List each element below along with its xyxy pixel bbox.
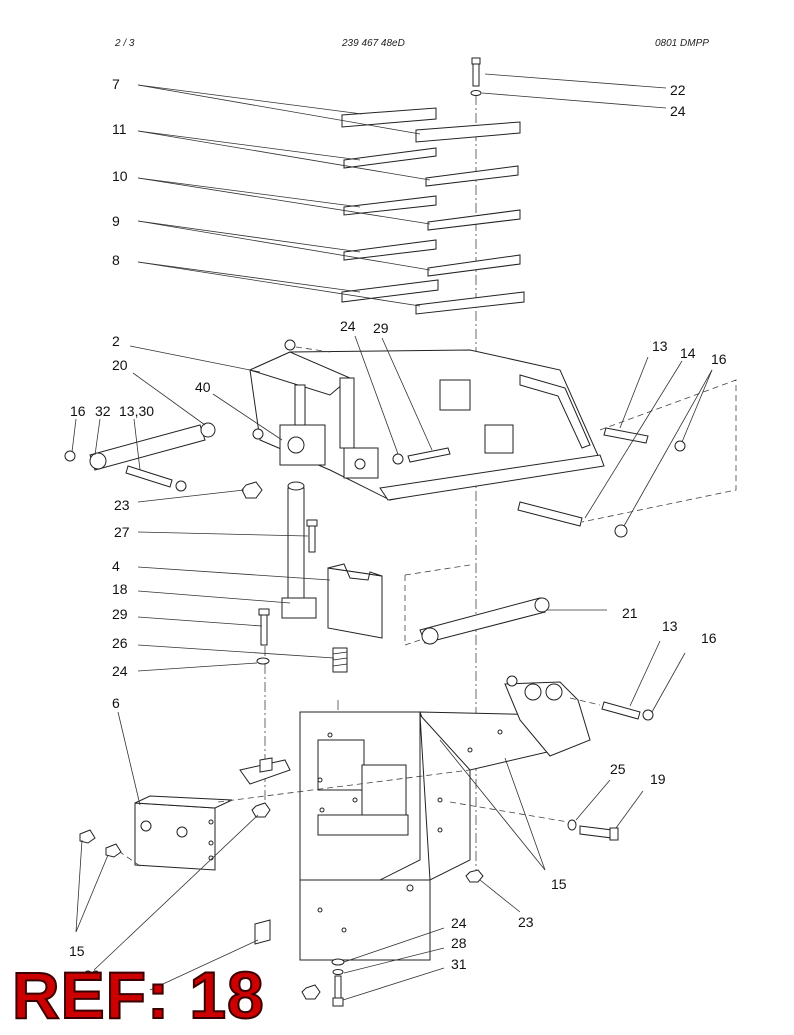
label-19: 19 (650, 771, 666, 787)
washer-24-bottom (331, 958, 345, 966)
label-11: 11 (112, 121, 127, 137)
label-13-30: 13,30 (119, 403, 154, 419)
bolt-29-mid (407, 447, 451, 463)
spring-26 (332, 647, 348, 673)
nut-bottom-left (301, 984, 321, 1000)
label-23-right: 23 (518, 914, 534, 930)
washer-25 (567, 819, 577, 831)
label-29-mid: 29 (373, 320, 389, 336)
drawing-code: 0801 DMPP (655, 38, 709, 49)
nut-23-right (465, 869, 484, 883)
label-31: 31 (451, 956, 467, 972)
block-6 (134, 795, 233, 871)
lower-lug (254, 919, 271, 945)
ring-top-bracket (506, 675, 518, 687)
bolt-19 (579, 825, 619, 841)
main-bracket (299, 681, 591, 961)
label-24-bottom: 24 (451, 915, 467, 931)
nut-23-left (251, 802, 271, 818)
label-10: 10 (112, 168, 128, 184)
label-23-left: 23 (84, 967, 100, 983)
nut-23-top (241, 481, 263, 499)
ring-16-left (64, 450, 76, 462)
page-number: 2 / 3 (115, 38, 135, 49)
washer-24-mid (392, 453, 404, 465)
washer-24-lower (256, 657, 270, 665)
label-15-left: 15 (69, 943, 85, 959)
pin-14 (517, 501, 583, 527)
label-21: 21 (622, 605, 638, 621)
upper-frame-2 (248, 349, 605, 501)
cylinder-21 (419, 597, 550, 645)
label-16-left: 16 (70, 403, 86, 419)
label-2: 2 (112, 333, 120, 349)
label-27: 27 (114, 524, 130, 540)
bolt-27 (306, 519, 318, 553)
label-18: 18 (112, 581, 128, 597)
ring-16-right-lower (642, 709, 654, 721)
label-28: 28 (451, 935, 467, 951)
label-25: 25 (610, 761, 626, 777)
label-29-lower: 29 (112, 606, 128, 622)
label-4: 4 (112, 558, 120, 574)
label-13-right: 13 (652, 338, 668, 354)
bolt-22 (471, 57, 481, 87)
label-9: 9 (112, 213, 120, 229)
pin-13-right-top (603, 427, 649, 444)
label-16-lower: 16 (701, 630, 717, 646)
label-8: 8 (112, 252, 120, 268)
washer-28 (332, 969, 344, 975)
ring-top (284, 339, 296, 351)
plates-stack (341, 107, 525, 315)
pin-13-30 (125, 465, 187, 492)
screws-15 (79, 829, 122, 858)
label-15-right: 15 (551, 876, 567, 892)
label-26: 26 (112, 635, 128, 651)
label-14: 14 (680, 345, 696, 361)
clip-bracket (239, 757, 291, 785)
bolt-29-lower (258, 608, 270, 646)
pin-13-right-lower (601, 701, 641, 720)
ring-40 (252, 428, 264, 440)
label-7: 7 (112, 76, 120, 92)
label-32: 32 (95, 403, 111, 419)
vertical-cylinder-18 (281, 481, 317, 619)
label-20: 20 (112, 357, 128, 373)
label-16-right: 16 (711, 351, 727, 367)
ref-badge: REF: 18 (11, 958, 265, 1032)
label-24-lower: 24 (112, 663, 128, 679)
bolt-31 (332, 975, 344, 1007)
label-23-top: 23 (114, 497, 130, 513)
label-24-mid: 24 (340, 318, 356, 334)
label-13-lower: 13 (662, 618, 678, 634)
label-22: 22 (670, 82, 686, 98)
ring-16-right-mid (614, 524, 628, 538)
label-40: 40 (195, 379, 211, 395)
document-number: 239 467 48eD (342, 38, 405, 49)
washer-24-top (470, 90, 482, 96)
label-24-top: 24 (670, 103, 686, 119)
cylinder-32 (89, 422, 216, 471)
label-6: 6 (112, 695, 120, 711)
ring-16-right-top (674, 440, 686, 452)
